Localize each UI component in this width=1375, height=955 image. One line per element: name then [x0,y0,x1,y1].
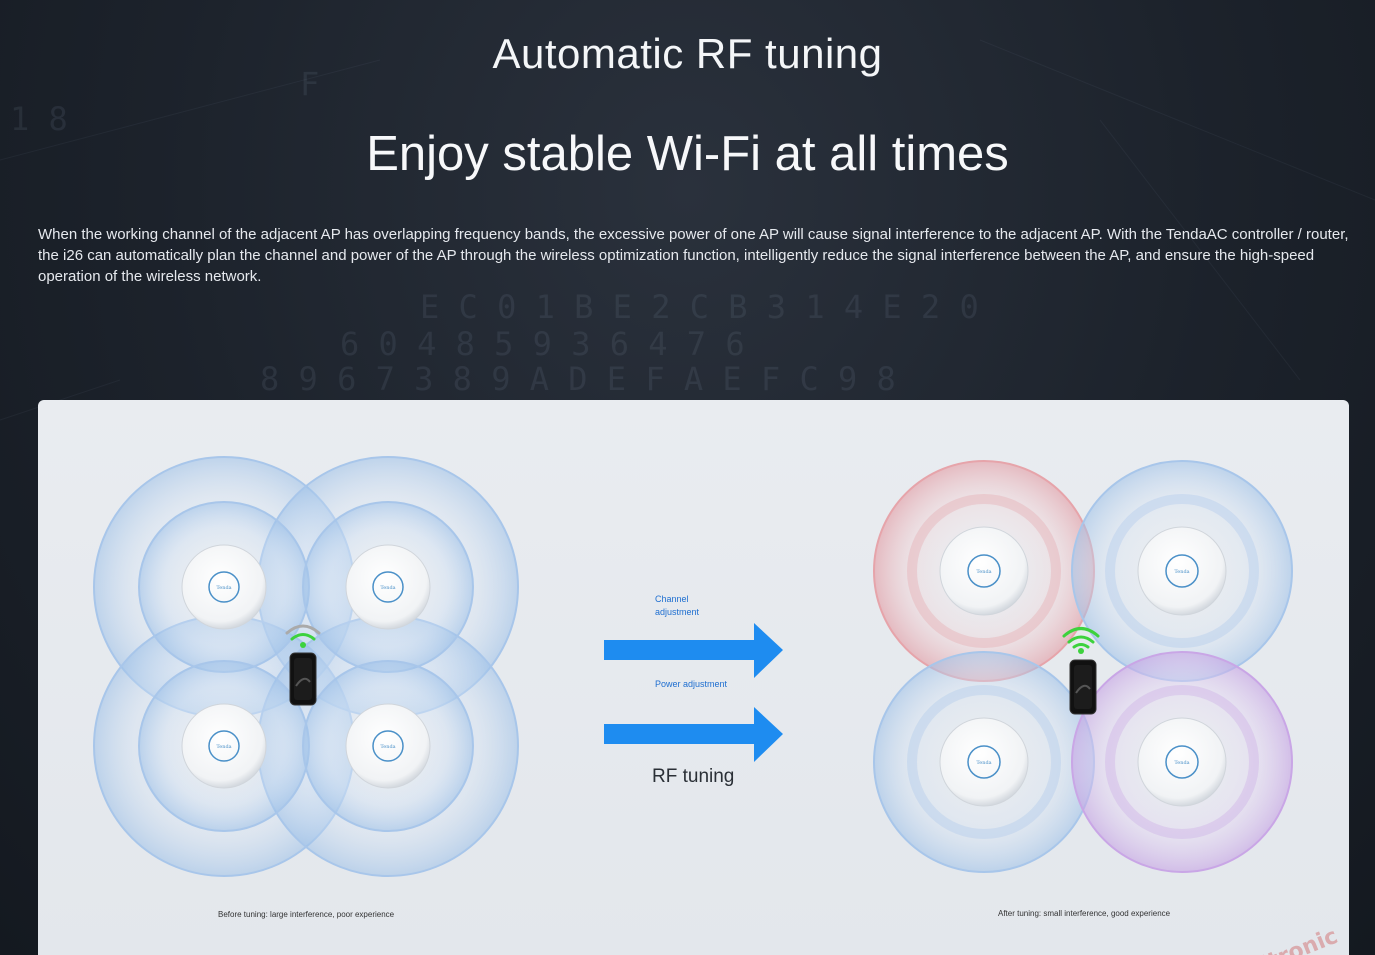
access-point-icon: Tenda [1137,717,1227,807]
wifi-weak-icon [285,624,321,648]
ap-brand-label: Tenda [380,585,395,591]
before-tuning-group: Tenda Tenda Tenda Tenda [93,456,519,877]
access-point-icon: Tenda [181,703,267,789]
ap-brand-label: Tenda [976,760,991,766]
before-tuning-caption: Before tuning: large interference, poor … [218,910,395,919]
channel-adjustment-label: Channel adjustment [655,594,700,617]
svg-text:8 9 6 7 3 8 9 A D E F: 8 9 6 7 3 8 9 A D E F A E F C 9 8 [260,360,896,398]
svg-text:6 0 4 8 5 9 3 6 4 7 6: 6 0 4 8 5 9 3 6 4 7 6 [340,325,745,363]
phone-icon [1069,659,1097,715]
ap-brand-label: Tenda [216,585,231,591]
after-tuning-caption: After tuning: small interference, good e… [998,909,1171,918]
svg-text:F: F [300,65,319,103]
access-point-icon: Tenda [345,703,431,789]
rf-tuning-diagram-panel: Tenda Tenda Tenda Tenda [38,400,1349,955]
ap-brand-label: Tenda [1174,760,1189,766]
left-access-points: Tenda Tenda Tenda Tenda [181,544,431,789]
page-title: Automatic RF tuning [492,30,883,77]
right-signal-rings [873,460,1293,873]
page-subtitle: Enjoy stable Wi-Fi at all times [366,127,1009,181]
access-point-icon: Tenda [939,526,1029,616]
svg-text:E C 0 1 B E 2 C B 3 1 4: E C 0 1 B E 2 C B 3 1 4 E 2 0 [420,288,979,326]
tuning-arrows [604,623,783,762]
arrow-right-icon [604,707,783,762]
access-point-icon: Tenda [1137,526,1227,616]
ap-brand-label: Tenda [1174,569,1189,575]
rf-tuning-diagram: Tenda Tenda Tenda Tenda [93,456,1293,877]
svg-text:1 8: 1 8 [10,100,68,138]
after-tuning-group: Tenda Tenda Tenda Tenda [873,460,1293,873]
access-point-icon: Tenda [939,717,1029,807]
arrow-right-icon [604,623,783,678]
right-access-points: Tenda Tenda Tenda Tenda [939,526,1227,807]
phone-icon [289,652,317,706]
rf-tuning-label: RF tuning [652,766,735,787]
access-point-icon: Tenda [181,544,267,630]
ap-brand-label: Tenda [216,744,231,750]
wifi-strong-icon [1062,627,1100,654]
power-adjustment-label: Power adjustment [655,679,728,689]
access-point-icon: Tenda [345,544,431,630]
ap-brand-label: Tenda [976,569,991,575]
ap-brand-label: Tenda [380,744,395,750]
description-paragraph: When the working channel of the adjacent… [38,226,1349,285]
